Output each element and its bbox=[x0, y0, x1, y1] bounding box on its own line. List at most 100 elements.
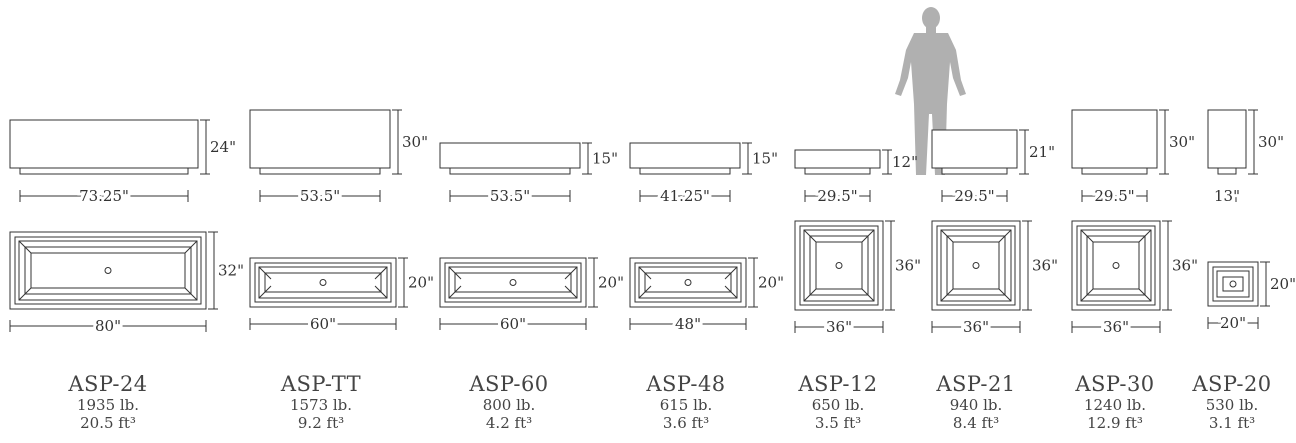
side-height-label: 30" bbox=[1169, 133, 1195, 151]
top-view-frame-1 bbox=[1216, 270, 1250, 298]
planter-asp-48: 15" 41.25" 20" 48" bbox=[629, 142, 784, 336]
top-view-bevel-3 bbox=[1138, 288, 1152, 302]
top-view-bevel-2 bbox=[258, 285, 272, 299]
top-view-frame-2 bbox=[946, 235, 1006, 296]
drain-hole bbox=[319, 279, 327, 286]
top-view-frame-0 bbox=[936, 225, 1016, 306]
side-height-label: 21" bbox=[1029, 143, 1055, 161]
side-view-base bbox=[941, 167, 1008, 175]
side-height-label: 30" bbox=[1258, 133, 1284, 151]
top-length-label: 20" bbox=[1220, 314, 1246, 332]
top-width-label: 36" bbox=[895, 257, 921, 275]
top-view-frame-1 bbox=[448, 266, 578, 299]
top-width-label: 36" bbox=[1172, 257, 1198, 275]
side-height-label: 15" bbox=[592, 150, 618, 168]
side-height-label: 24" bbox=[210, 138, 236, 156]
weight-label: 1935 lb. bbox=[76, 396, 140, 414]
side-length-label: 13" bbox=[1214, 187, 1240, 205]
weight-label: 1240 lb. bbox=[1083, 396, 1147, 414]
side-height-label: 30" bbox=[402, 133, 428, 151]
volume-label: 12.9 ft³ bbox=[1087, 414, 1143, 432]
top-view-frame-1 bbox=[803, 229, 875, 302]
volume-label: 8.4 ft³ bbox=[952, 414, 1000, 432]
model-name: ASP-12 bbox=[798, 372, 878, 396]
top-length-label: 36" bbox=[1103, 318, 1129, 336]
top-view-bevel-3 bbox=[564, 285, 578, 299]
top-view-bevel-3 bbox=[998, 288, 1012, 302]
top-width-label: 20" bbox=[408, 274, 434, 292]
top-length-label: 80" bbox=[95, 317, 121, 335]
weight-label: 1573 lb. bbox=[289, 396, 353, 414]
top-view-bevel-1 bbox=[1138, 229, 1152, 243]
top-length-label: 36" bbox=[826, 318, 852, 336]
top-view-bevel-3 bbox=[184, 287, 198, 301]
top-view-bevel-2 bbox=[18, 287, 32, 301]
drain-hole bbox=[835, 262, 843, 269]
top-view-frame-1 bbox=[18, 240, 198, 301]
side-length-label: 29.5" bbox=[817, 187, 857, 205]
model-name: ASP-TT bbox=[280, 372, 362, 396]
top-view-frame-1 bbox=[1080, 229, 1152, 302]
side-view-body bbox=[249, 109, 391, 169]
top-view-bevel-0 bbox=[803, 229, 817, 243]
top-view-frame-2 bbox=[454, 272, 572, 293]
top-view-frame-3 bbox=[952, 241, 1000, 290]
top-width-label: 20" bbox=[758, 274, 784, 292]
top-view-bevel-2 bbox=[803, 288, 817, 302]
top-length-label: 48" bbox=[675, 315, 701, 333]
top-view-bevel-0 bbox=[1080, 229, 1094, 243]
top-view-frame-0 bbox=[14, 236, 202, 305]
weight-label: 940 lb. bbox=[949, 396, 1003, 414]
side-view-base bbox=[259, 167, 381, 175]
top-view-bevel-1 bbox=[374, 266, 388, 280]
planter-asp-12: 12"29.5"36"36" bbox=[794, 149, 921, 339]
person-silhouette-icon bbox=[895, 7, 966, 175]
side-view-body bbox=[629, 142, 741, 169]
top-view-frame-0 bbox=[1076, 225, 1156, 306]
side-view-body bbox=[931, 129, 1018, 169]
weight-label: 650 lb. bbox=[811, 396, 865, 414]
side-view-body bbox=[439, 142, 581, 169]
top-view-frame-2 bbox=[24, 246, 192, 295]
volume-label: 3.1 ft³ bbox=[1208, 414, 1256, 432]
drain-hole bbox=[1112, 262, 1120, 269]
volume-label: 20.5 ft³ bbox=[80, 414, 136, 432]
top-view-frame-1 bbox=[638, 266, 738, 299]
top-view-frame-0 bbox=[1212, 266, 1254, 302]
top-view-bevel-1 bbox=[184, 240, 198, 254]
top-view-bevel-2 bbox=[448, 285, 462, 299]
top-view-frame-3 bbox=[1092, 241, 1140, 290]
model-name: ASP-20 bbox=[1192, 372, 1272, 396]
top-width-label: 36" bbox=[1032, 257, 1058, 275]
volume-label: 9.2 ft³ bbox=[297, 414, 345, 432]
top-view-bevel-0 bbox=[940, 229, 954, 243]
top-length-label: 36" bbox=[963, 318, 989, 336]
drain-hole bbox=[1229, 280, 1237, 288]
side-view-base bbox=[1081, 167, 1148, 175]
side-view-body bbox=[9, 119, 199, 169]
top-view-bevel-2 bbox=[638, 285, 652, 299]
drain-hole bbox=[684, 279, 692, 286]
side-length-label: 29.5" bbox=[954, 187, 994, 205]
model-name: ASP-24 bbox=[68, 372, 148, 396]
top-view-bevel-1 bbox=[724, 266, 738, 280]
top-view-bevel-1 bbox=[861, 229, 875, 243]
top-width-label: 20" bbox=[1270, 275, 1296, 293]
top-view-frame-2 bbox=[809, 235, 869, 296]
side-view-base bbox=[1217, 167, 1237, 175]
side-height-label: 15" bbox=[752, 150, 778, 168]
top-view-frame-1 bbox=[940, 229, 1012, 302]
top-view-frame-0 bbox=[634, 262, 742, 303]
drain-hole bbox=[509, 279, 517, 286]
side-length-label: 41.25" bbox=[660, 187, 710, 205]
top-view-bevel-0 bbox=[258, 266, 272, 280]
side-view-base bbox=[639, 167, 731, 175]
